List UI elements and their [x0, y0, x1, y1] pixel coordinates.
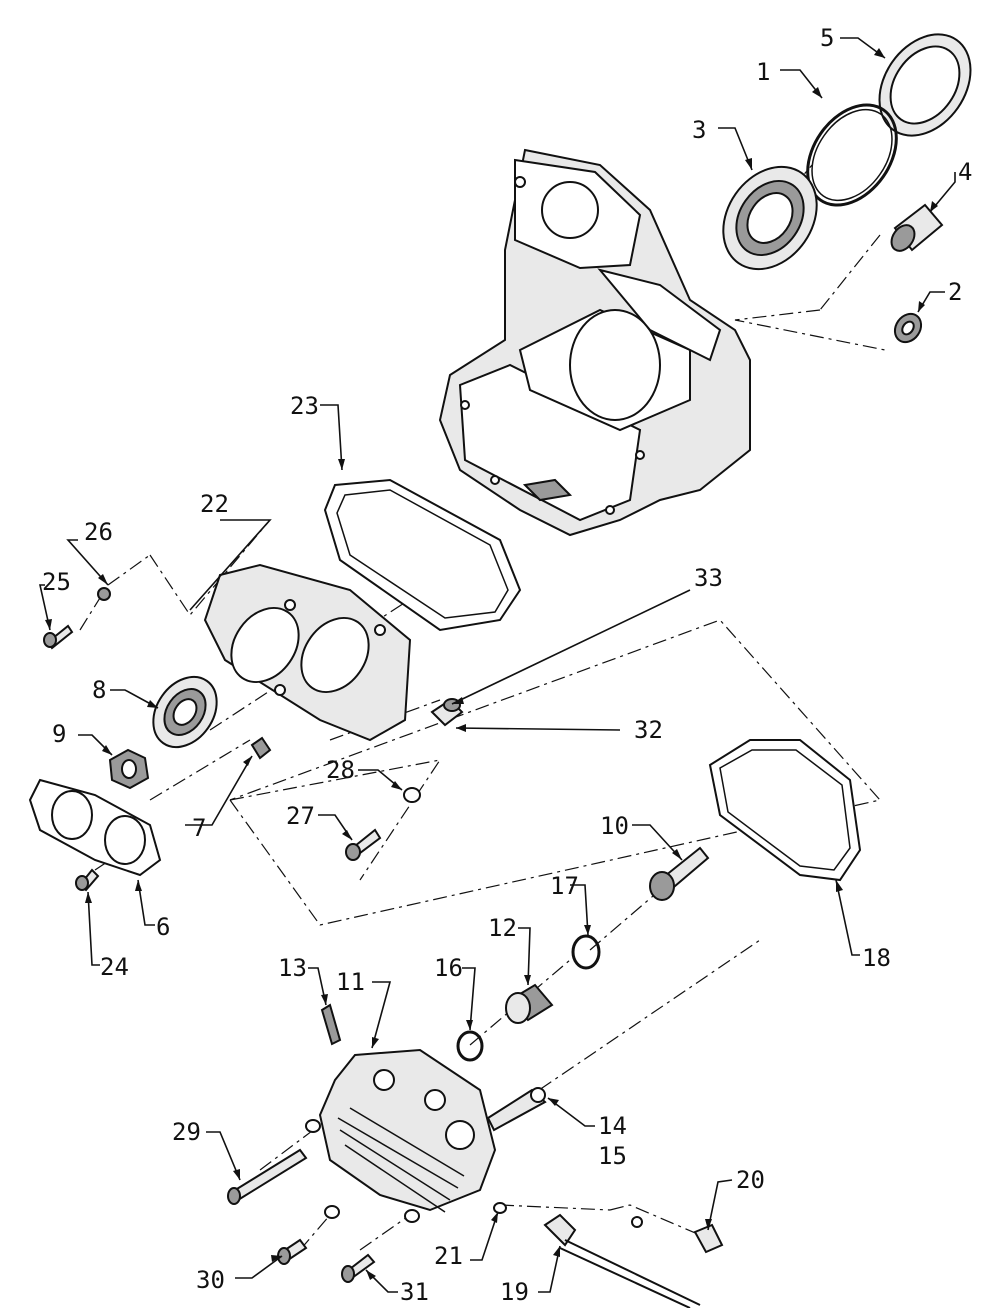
callout-12: 12: [488, 914, 517, 942]
callout-8: 8: [92, 676, 106, 704]
callout-28: 28: [326, 756, 355, 784]
o-ring-part-17: [571, 934, 601, 970]
screws-cover: [227, 1119, 420, 1283]
fitting-part-32-33: [430, 698, 464, 727]
bearing-part-8: [152, 675, 218, 749]
callout-9: 9: [52, 720, 66, 748]
callout-17: 17: [550, 872, 579, 900]
callout-3: 3: [692, 116, 706, 144]
screws-bearing-plate: [43, 587, 421, 892]
callout-5: 5: [820, 24, 834, 52]
plug-part-12: [505, 983, 554, 1024]
gasket-part-23: [323, 478, 522, 632]
callout-23: 23: [290, 392, 319, 420]
callout-20: 20: [736, 1166, 765, 1194]
callout-6: 6: [156, 913, 170, 941]
small-bearing-part-2: [893, 312, 923, 344]
callout-16: 16: [434, 954, 463, 982]
vent-part-13: [320, 1003, 342, 1046]
gasket-part-18: [708, 739, 862, 882]
callout-26: 26: [84, 518, 113, 546]
callout-33: 33: [694, 564, 723, 592]
callout-19: 19: [500, 1278, 529, 1306]
callout-25: 25: [42, 568, 71, 596]
nut-part-9: [108, 748, 150, 790]
lever-part-14-15: [486, 1087, 547, 1132]
dowel-part-7: [250, 736, 272, 760]
callout-24: 24: [100, 953, 129, 981]
retaining-ring-part-1: [806, 103, 898, 207]
callout-30: 30: [196, 1266, 225, 1294]
cover-part-11: [318, 1048, 497, 1213]
callout-13: 13: [278, 954, 307, 982]
gasket-part-6: [28, 778, 162, 877]
callout-15: 15: [598, 1142, 627, 1170]
callout-labels: 5 1 3 4 2 23 22 26 25 8 9 7 6 24 28 27 3…: [42, 24, 972, 1306]
bolt-part-10: [649, 846, 710, 901]
o-ring-part-16: [456, 1030, 484, 1062]
callout-1: 1: [756, 58, 770, 86]
bearing-part-3: [722, 165, 818, 271]
callout-32: 32: [634, 716, 663, 744]
callout-2: 2: [948, 278, 962, 306]
arrowheads: [45, 48, 938, 1280]
leader-lines: [39, 37, 956, 1293]
callout-10: 10: [600, 812, 629, 840]
bearing-plate-part-22: [203, 563, 412, 742]
callout-4: 4: [958, 158, 972, 186]
callout-27: 27: [286, 802, 315, 830]
callout-31: 31: [400, 1278, 429, 1306]
callout-7: 7: [192, 814, 206, 842]
vent-hose-parts: [493, 1202, 724, 1309]
callout-11: 11: [336, 968, 365, 996]
callout-29: 29: [172, 1118, 201, 1146]
callout-18: 18: [862, 944, 891, 972]
callout-14: 14: [598, 1112, 627, 1140]
seal-part-5: [878, 33, 972, 137]
callout-21: 21: [434, 1242, 463, 1270]
callout-22: 22: [200, 490, 229, 518]
transmission-housing: [438, 148, 751, 537]
needle-bearing-part-4: [890, 203, 944, 252]
